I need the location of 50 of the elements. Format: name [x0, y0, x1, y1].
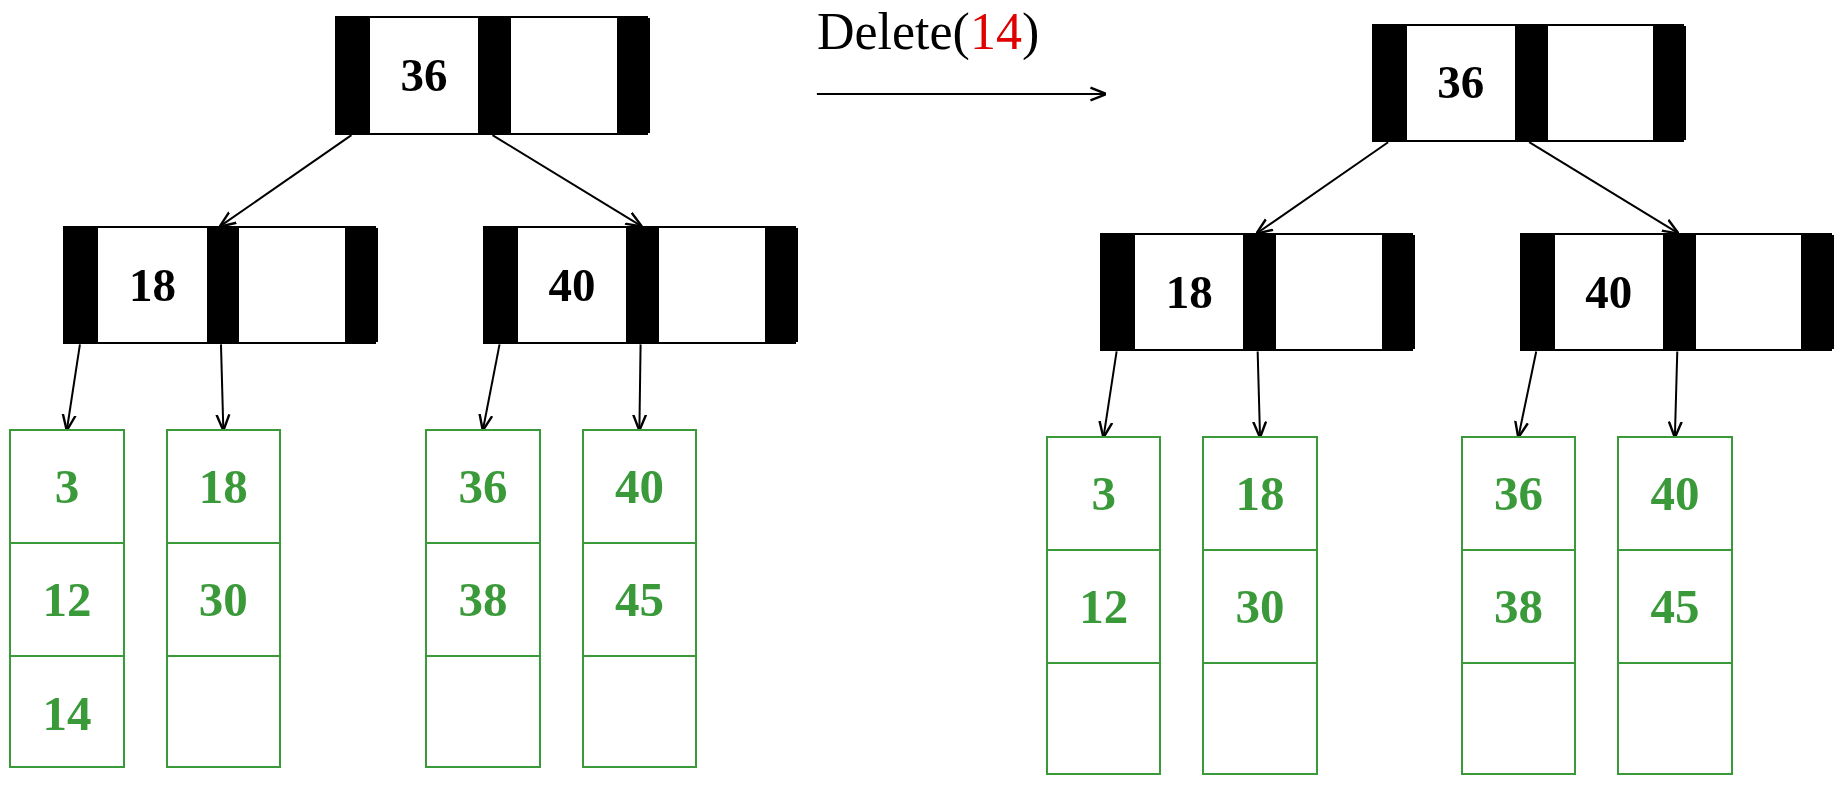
leaf-node: [1461, 436, 1577, 775]
leaf-node: [1046, 436, 1162, 775]
key-text: 40: [548, 261, 596, 309]
operation-label: Delete(14): [816, 5, 1040, 58]
arrow: [218, 134, 353, 228]
index-node: [1371, 23, 1685, 143]
key-text: 36: [458, 461, 508, 511]
key-text: 18: [1235, 468, 1285, 518]
leaf-node: [1202, 436, 1318, 775]
index-node: [334, 16, 648, 136]
index-node: [63, 225, 377, 345]
arrow: [1255, 141, 1390, 235]
key-text: 38: [1494, 581, 1544, 631]
arrow: [61, 343, 81, 432]
key-text: 30: [198, 574, 248, 624]
key-text: 14: [42, 688, 92, 738]
arrow: [1098, 350, 1118, 439]
key-text: 36: [1494, 468, 1544, 518]
leaf-node: [425, 429, 541, 768]
arrow: [215, 343, 231, 432]
index-node: [1100, 232, 1413, 352]
key-text: 45: [614, 574, 664, 624]
leaf-node: [1617, 436, 1733, 775]
key-text: 3: [1091, 468, 1116, 518]
arrow: [478, 343, 501, 432]
arrow: [1514, 350, 1538, 439]
key-text: 18: [198, 461, 248, 511]
key-text: 18: [128, 261, 176, 309]
key-text: 36: [1437, 59, 1485, 107]
key-text: 36: [400, 52, 448, 100]
key-text: 12: [42, 574, 92, 624]
key-text: 40: [1585, 268, 1633, 316]
key-text: 3: [54, 461, 80, 511]
index-node: [1519, 232, 1833, 352]
key-text: 40: [1650, 468, 1700, 518]
arrow: [1528, 141, 1680, 235]
leaf-node: [165, 429, 281, 768]
key-text: 18: [1165, 268, 1213, 316]
key-text: 45: [1650, 581, 1700, 631]
key-text: 38: [458, 574, 508, 624]
leaf-node: [581, 429, 697, 768]
key-text: 30: [1235, 581, 1285, 631]
arrow: [632, 343, 648, 432]
arrow: [1667, 350, 1683, 439]
index-node: [483, 225, 796, 345]
arrow: [491, 134, 644, 228]
key-text: 12: [1079, 581, 1129, 631]
key-text: 40: [614, 461, 664, 511]
arrow: [1252, 350, 1268, 439]
leaf-node: [9, 429, 125, 768]
